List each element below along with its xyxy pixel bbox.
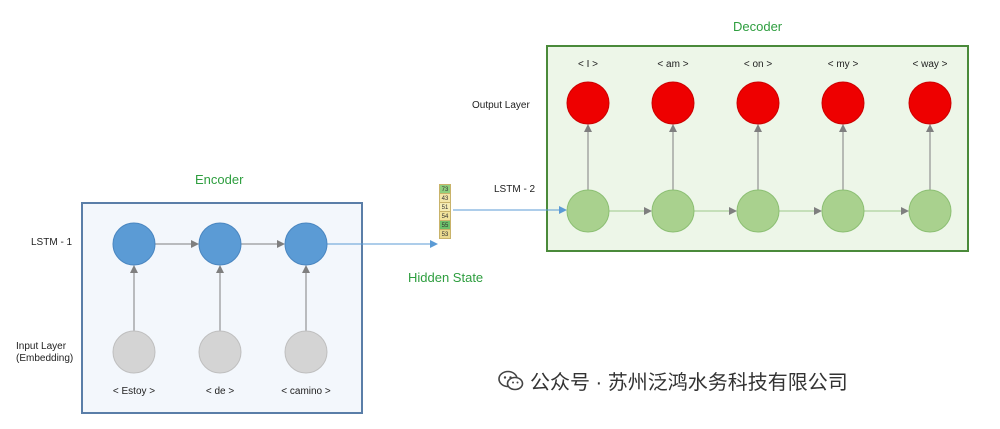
- input-layer-label-line1: Input Layer: [16, 341, 67, 352]
- watermark: 公众号 · 苏州泛鸿水务科技有限公司: [498, 366, 848, 398]
- output-node: [821, 81, 865, 125]
- encoder-token: < de >: [205, 386, 235, 397]
- output-node: [908, 81, 952, 125]
- decoder-lstm-node: [908, 189, 952, 233]
- decoder-token: < on >: [743, 59, 773, 70]
- decoder-lstm-label: LSTM - 2: [494, 184, 536, 195]
- input-layer-label-line2: (Embedding): [16, 353, 74, 364]
- output-layer-label: Output Layer: [472, 100, 530, 111]
- decoder-token: < way >: [912, 59, 948, 70]
- hidden-state-label: Hidden State: [408, 270, 484, 285]
- encoder-lstm-node: [284, 222, 328, 266]
- hidden-state-cell: 53: [439, 229, 451, 239]
- encoder-lstm-label: LSTM - 1: [31, 237, 73, 248]
- decoder-lstm-node: [736, 189, 780, 233]
- decoder-token: < my >: [827, 59, 859, 70]
- encoder-lstm-node: [198, 222, 242, 266]
- wechat-icon: [498, 370, 524, 398]
- encoder-title: Encoder: [195, 172, 244, 187]
- encoder-token: < Estoy >: [112, 386, 156, 397]
- watermark-text: 公众号 · 苏州泛鸿水务科技有限公司: [530, 372, 848, 394]
- decoder-lstm-node: [566, 189, 610, 233]
- input-layer-label: Input Layer (Embedding): [16, 341, 73, 365]
- decoder-lstm-node: [821, 189, 865, 233]
- decoder-token: < am >: [657, 59, 689, 70]
- encoder-token: < camino >: [281, 386, 331, 397]
- output-node: [566, 81, 610, 125]
- decoder-token: < I >: [577, 59, 599, 70]
- input-node: [112, 330, 156, 374]
- output-node: [651, 81, 695, 125]
- input-node: [284, 330, 328, 374]
- output-node: [736, 81, 780, 125]
- decoder-title: Decoder: [733, 19, 783, 34]
- decoder-lstm-node: [651, 189, 695, 233]
- encoder-lstm-node: [112, 222, 156, 266]
- input-node: [198, 330, 242, 374]
